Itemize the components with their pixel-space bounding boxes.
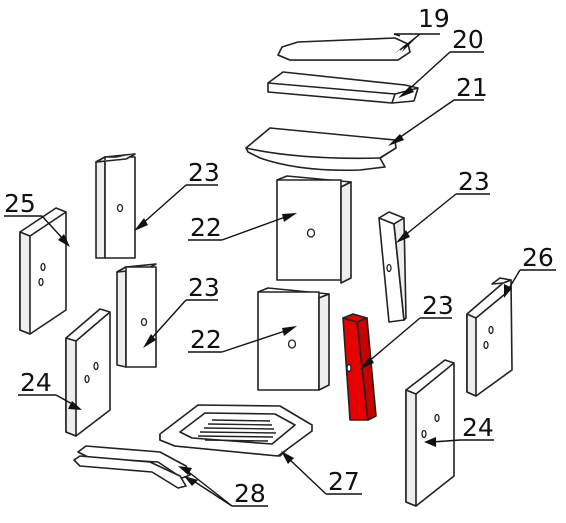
label-24-left: 24 <box>20 368 52 397</box>
part-27-grate-tray[interactable] <box>159 404 313 457</box>
part-labels: 19 20 21 23 23 25 22 23 22 23 26 24 24 2… <box>4 4 554 508</box>
part-23-brick-highlighted[interactable] <box>342 313 377 421</box>
label-26: 26 <box>522 243 554 272</box>
part-19-top-slab[interactable] <box>277 37 411 61</box>
part-23-brick-upper-right[interactable] <box>378 211 407 323</box>
label-28: 28 <box>234 479 266 508</box>
label-23-highlighted: 23 <box>422 291 454 320</box>
grate-bars-icon <box>197 419 277 442</box>
part-23-brick-middle-left[interactable] <box>116 263 157 368</box>
part-28-fire-bars[interactable] <box>73 445 191 489</box>
part-22-back-brick-lower[interactable] <box>257 287 330 391</box>
part-23-brick-upper-left[interactable] <box>95 153 136 259</box>
part-22-back-brick-upper[interactable] <box>276 175 352 284</box>
label-25: 25 <box>4 189 36 218</box>
part-24-brick-lower-right[interactable] <box>405 359 455 507</box>
leader-lines <box>4 33 556 507</box>
label-22-lower: 22 <box>190 325 222 354</box>
label-19: 19 <box>418 4 450 33</box>
label-23-upper-left: 23 <box>188 158 220 187</box>
part-24-brick-lower-left[interactable] <box>65 308 111 437</box>
part-21-curved-deflector[interactable] <box>245 127 397 172</box>
label-21: 21 <box>456 73 488 102</box>
label-24-right: 24 <box>462 413 494 442</box>
label-23-upper-right: 23 <box>458 167 490 196</box>
part-25-brick-left[interactable] <box>19 207 67 335</box>
part-26-brick-right[interactable] <box>466 277 513 397</box>
part-20-slab[interactable] <box>267 71 419 104</box>
label-23-middle-left: 23 <box>188 273 220 302</box>
label-22-upper: 22 <box>190 213 222 242</box>
label-27: 27 <box>328 467 360 496</box>
label-20: 20 <box>452 25 484 54</box>
